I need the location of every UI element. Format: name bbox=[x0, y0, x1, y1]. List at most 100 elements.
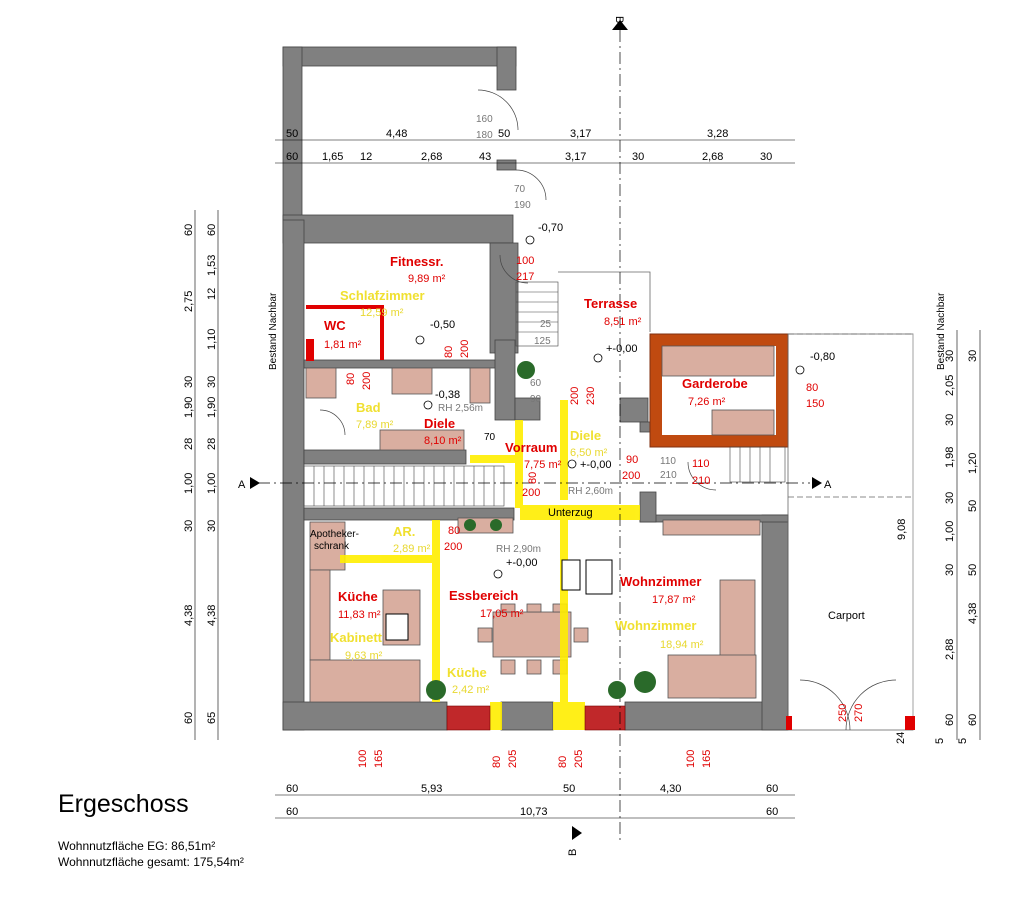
dim-top2-2: 12 bbox=[360, 151, 372, 163]
dim-right-small-0: 5 bbox=[934, 738, 946, 744]
dim-top1-1: 4,48 bbox=[386, 128, 407, 140]
dim-left2-7: 1,00 bbox=[206, 473, 218, 494]
furniture bbox=[305, 367, 761, 703]
dim-left1-8: 60 bbox=[183, 712, 195, 724]
area-essbereich: 17,05 m² bbox=[480, 608, 524, 620]
dim-top2-1: 1,65 bbox=[322, 151, 343, 163]
dim-right2-2: 50 bbox=[967, 500, 979, 512]
room-bad: Bad bbox=[356, 400, 381, 415]
info-line-2: Wohnnutzfläche gesamt: 175,54m² bbox=[58, 855, 244, 869]
dim-left1-7: 4,38 bbox=[183, 605, 195, 626]
section-lines bbox=[258, 30, 810, 840]
area-vorraum: 7,75 m² bbox=[524, 459, 562, 471]
open-d100-0: 100 bbox=[516, 255, 534, 267]
open-stair-0: 25 bbox=[540, 319, 552, 330]
dim-right2-5: 60 bbox=[967, 714, 979, 726]
dim-top1-3: 3,17 bbox=[570, 128, 591, 140]
room-diele-2: Diele bbox=[570, 428, 601, 443]
level-2: -0,50 bbox=[430, 319, 455, 331]
open-110-1: 210 bbox=[660, 470, 677, 481]
area-kabinett: 9,63 m² bbox=[345, 650, 383, 662]
dim-bot1-2: 50 bbox=[563, 783, 575, 795]
area-wohnzimmer-2: 18,94 m² bbox=[660, 639, 704, 651]
dim-left2-6: 28 bbox=[206, 438, 218, 450]
label-bestand-right: Bestand Nachbar bbox=[936, 292, 947, 370]
red-windows bbox=[446, 705, 626, 731]
dim-right2-0: 30 bbox=[967, 350, 979, 362]
level-markers bbox=[415, 235, 805, 579]
open-win1-0: 100 bbox=[357, 750, 369, 768]
dim-right1-3: 1,98 bbox=[944, 447, 956, 468]
open-diele2-0: 90 bbox=[626, 454, 638, 466]
dim-right1-7: 2,88 bbox=[944, 639, 956, 660]
dim-left1-6: 30 bbox=[183, 520, 195, 532]
section-a-left: A bbox=[238, 479, 246, 491]
dim-top2-8: 30 bbox=[760, 151, 772, 163]
area-diele: 8,10 m² bbox=[424, 435, 462, 447]
room-kueche-2: Küche bbox=[447, 665, 487, 680]
open-inner-0: 80 bbox=[527, 472, 539, 484]
room-kueche: Küche bbox=[338, 589, 378, 604]
dim-top2-3: 2,68 bbox=[421, 151, 442, 163]
open-bath-0: 80 bbox=[345, 373, 357, 385]
dim-bot2-0: 60 bbox=[286, 806, 298, 818]
level-1: -0,70 bbox=[538, 222, 563, 234]
room-diele: Diele bbox=[424, 416, 455, 431]
open-ar-1: 200 bbox=[444, 541, 462, 553]
area-wohnzimmer: 17,87 m² bbox=[652, 594, 696, 606]
area-diele-2: 6,50 m² bbox=[570, 447, 608, 459]
dim-top1-4: 3,28 bbox=[707, 128, 728, 140]
dim-left1-0: 60 bbox=[183, 224, 195, 236]
open-110b-0: 110 bbox=[692, 458, 710, 470]
dim-right1-2: 30 bbox=[944, 414, 956, 426]
open-top-1: 180 bbox=[476, 130, 493, 141]
room-schlafzimmer: Schlafzimmer bbox=[340, 288, 425, 303]
dim-right-total: 9,08 bbox=[896, 519, 908, 540]
label-bestand-left: Bestand Nachbar bbox=[268, 292, 279, 370]
room-kabinett: Kabinett bbox=[330, 630, 383, 645]
dim-right-small-1: 24 bbox=[895, 732, 907, 744]
room-ar: AR. bbox=[393, 524, 415, 539]
area-kueche-2: 2,42 m² bbox=[452, 684, 490, 696]
dim-right1-6: 30 bbox=[944, 564, 956, 576]
open-win2-1: 205 bbox=[507, 750, 519, 768]
room-fitness: Fitnessr. bbox=[390, 254, 443, 269]
area-wc: 1,81 m² bbox=[324, 339, 362, 351]
open-wc-1: 200 bbox=[459, 340, 471, 358]
room-wc: WC bbox=[324, 318, 346, 333]
dim-top2-4: 43 bbox=[479, 151, 491, 163]
plants bbox=[385, 361, 656, 700]
dim-right1-1: 2,05 bbox=[944, 375, 956, 396]
open-win4-0: 100 bbox=[685, 750, 697, 768]
dim-left2-1: 1,53 bbox=[206, 255, 218, 276]
dim-left1-4: 28 bbox=[183, 438, 195, 450]
section-markers bbox=[250, 20, 822, 840]
dim-right2-4: 4,38 bbox=[967, 603, 979, 624]
dim-lines bbox=[194, 139, 981, 819]
open-stair-1: 125 bbox=[534, 336, 551, 347]
info-line-1: Wohnnutzfläche EG: 86,51m² bbox=[58, 839, 216, 853]
room-terrasse: Terrasse bbox=[584, 296, 637, 311]
plan-title: Ergeschoss bbox=[58, 790, 189, 818]
open-wc-0: 80 bbox=[443, 346, 455, 358]
dim-left2-9: 4,38 bbox=[206, 605, 218, 626]
section-b-top: B bbox=[613, 16, 625, 23]
label-apotheker-1: Apotheker- bbox=[310, 529, 359, 540]
dim-left2-5: 1,90 bbox=[206, 397, 218, 418]
open-vorraum-0: 200 bbox=[569, 387, 581, 405]
dim-left2-8: 30 bbox=[206, 520, 218, 532]
open-win1-1: 165 bbox=[373, 750, 385, 768]
room-wohnzimmer: Wohnzimmer bbox=[620, 574, 701, 589]
dim-bot1-3: 4,30 bbox=[660, 783, 681, 795]
open-110b-1: 210 bbox=[692, 475, 710, 487]
open-side-0: 60 bbox=[530, 378, 542, 389]
dim-top2-5: 3,17 bbox=[565, 151, 586, 163]
dim-right1-5: 1,00 bbox=[944, 521, 956, 542]
dim-bot2-1: 10,73 bbox=[520, 806, 548, 818]
door-swings bbox=[319, 89, 897, 731]
dim-right1-4: 30 bbox=[944, 492, 956, 504]
dim-top1-0: 50 bbox=[286, 128, 298, 140]
dim-right1-8: 60 bbox=[944, 714, 956, 726]
stairs bbox=[303, 281, 786, 507]
open-top-2: 70 bbox=[514, 184, 526, 195]
